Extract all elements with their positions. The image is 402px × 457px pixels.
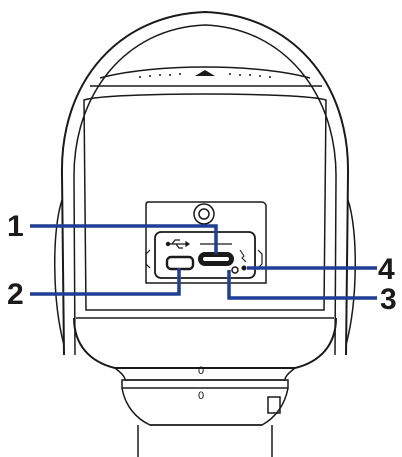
callout-number-2: 2 <box>7 278 24 311</box>
right-latch <box>257 249 263 269</box>
mount-base <box>121 387 289 426</box>
lower-zero-mark: 0 <box>198 390 204 402</box>
screw-icon <box>193 203 215 225</box>
sd-card-slot-inner <box>203 257 229 261</box>
top-window-dots <box>139 70 271 78</box>
led-indicator-icon <box>239 249 247 271</box>
mount-clip <box>267 396 281 414</box>
callout-line-3 <box>227 270 377 300</box>
mount-neck <box>114 367 296 381</box>
usb-icon <box>165 239 191 249</box>
callout-number-1: 1 <box>7 210 24 243</box>
bottom-skirt <box>73 317 337 369</box>
top-window <box>99 66 311 79</box>
reset-button-icon <box>231 266 239 274</box>
usb-port-icon <box>165 255 195 271</box>
callout-number-4: 4 <box>378 253 395 286</box>
port-recess <box>154 231 256 279</box>
left-latch <box>145 249 151 269</box>
inner-body <box>83 93 327 311</box>
mount-collar <box>121 379 289 389</box>
mount-stem <box>137 425 273 457</box>
camera-housing-outer <box>60 10 350 356</box>
callout-line-2 <box>30 268 181 296</box>
upper-zero-mark: 0 <box>198 365 204 377</box>
callout-line-1 <box>30 224 218 254</box>
access-cover <box>145 201 267 284</box>
left-side-bulge <box>53 199 65 346</box>
callout-number-3: 3 <box>380 283 397 316</box>
